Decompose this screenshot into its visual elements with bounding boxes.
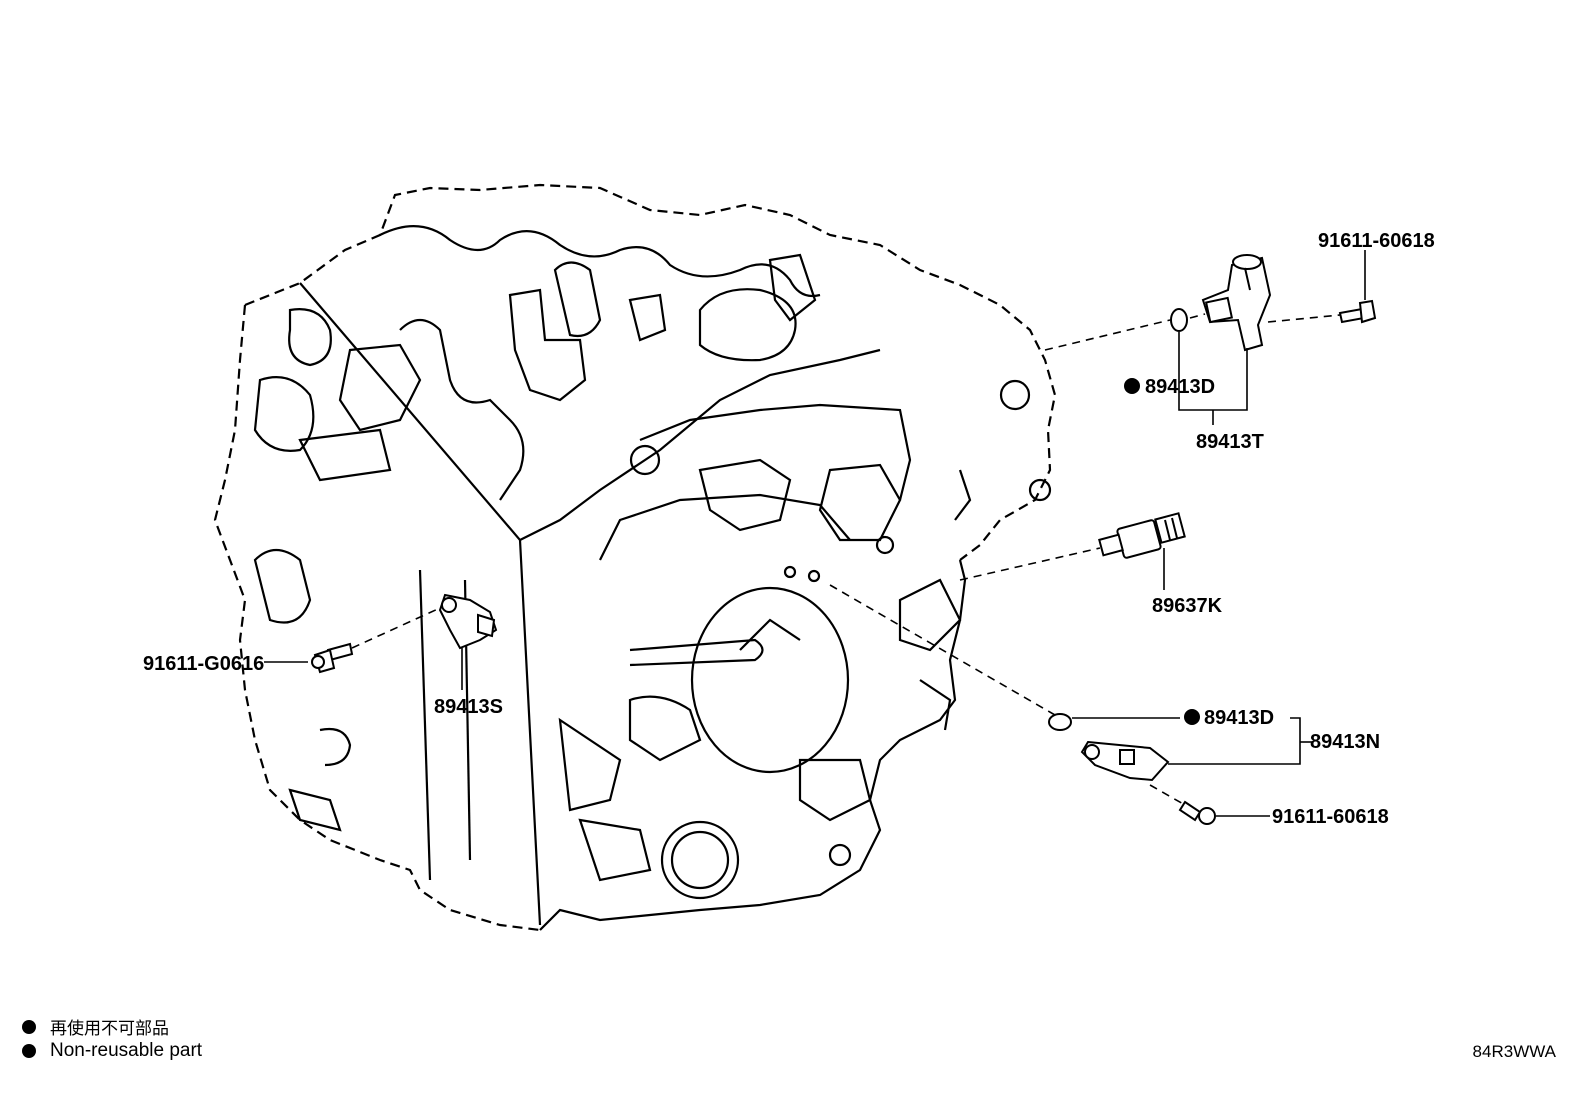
legend-dot-icon bbox=[22, 1044, 36, 1058]
legend-text-ja: 再使用不可部品 bbox=[50, 1019, 169, 1039]
bolt-bottom[interactable] bbox=[1178, 800, 1216, 825]
leader-lines-top bbox=[1044, 250, 1366, 425]
diagram-code: 84R3WWA bbox=[1472, 1042, 1556, 1061]
legend-non-reusable-en: Non-reusable part bbox=[22, 1040, 202, 1062]
label-sensor-bottom-assy: 89413N bbox=[1310, 731, 1380, 753]
label-oring-bottom: 89413D bbox=[1204, 707, 1274, 729]
o-ring-bottom[interactable] bbox=[1048, 713, 1072, 731]
leader-lines-left bbox=[264, 607, 463, 690]
bolt-top[interactable] bbox=[1338, 299, 1377, 324]
label-sensor-left: 89413S bbox=[434, 696, 503, 718]
non-reusable-dot-bottom bbox=[1184, 709, 1200, 725]
label-bolt-left: 91611-G0616 bbox=[143, 653, 264, 675]
label-bolt-bottom: 91611-60618 bbox=[1272, 806, 1389, 828]
label-oring-top: 89413D bbox=[1145, 376, 1215, 398]
legend-dot-icon bbox=[22, 1019, 36, 1034]
leader-lines-bottom bbox=[829, 584, 1313, 817]
speed-sensor-bottom[interactable] bbox=[1080, 740, 1170, 782]
label-bolt-top: 91611-60618 bbox=[1318, 230, 1435, 252]
o-ring-top[interactable] bbox=[1170, 308, 1188, 332]
pressure-switch[interactable] bbox=[1098, 512, 1186, 559]
leader-lines-pressure bbox=[959, 547, 1165, 590]
speed-sensor-left[interactable] bbox=[438, 593, 498, 650]
legend-text-en: Non-reusable part bbox=[50, 1040, 203, 1061]
speed-sensor-top[interactable] bbox=[1201, 254, 1272, 352]
non-reusable-dot-top bbox=[1124, 378, 1140, 394]
legend-non-reusable-ja: 再使用不可部品 bbox=[22, 1014, 169, 1039]
bolt-left[interactable] bbox=[311, 642, 354, 674]
transmission-housing bbox=[213, 183, 1057, 932]
label-pressure-switch: 89637K bbox=[1152, 595, 1223, 617]
label-sensor-top-assy: 89413T bbox=[1196, 431, 1264, 453]
